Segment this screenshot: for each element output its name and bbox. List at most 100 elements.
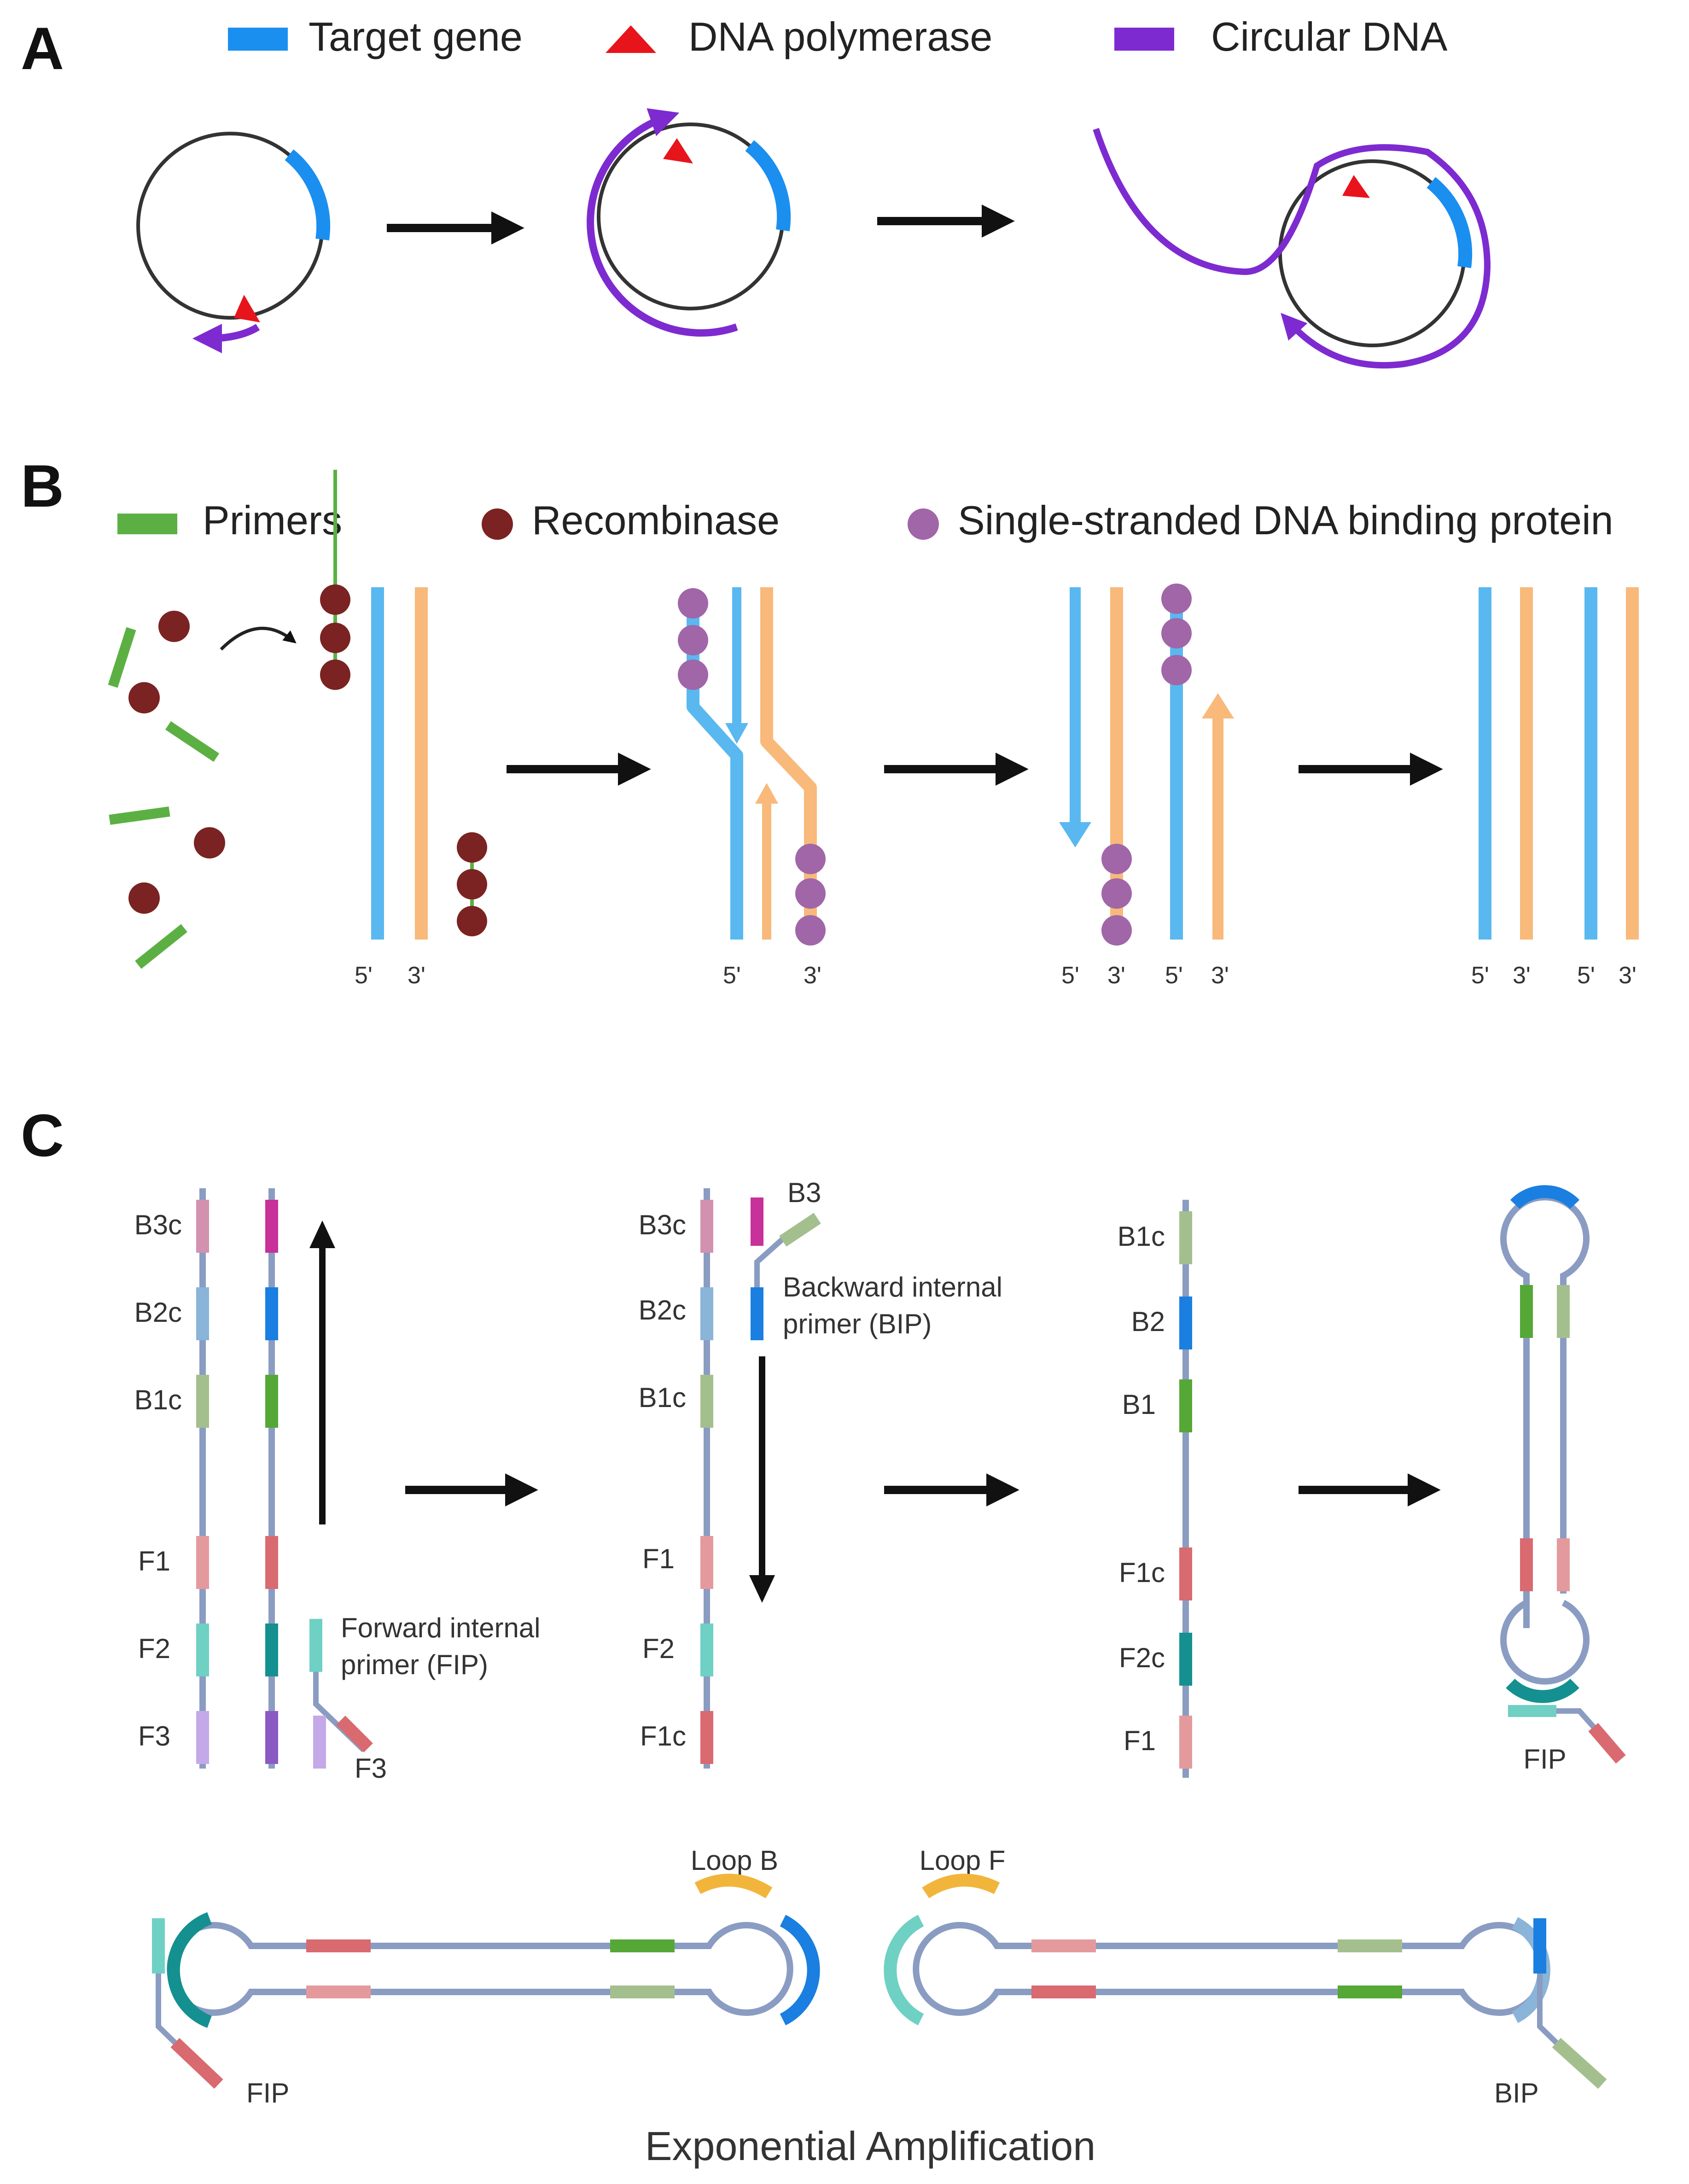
free-recombinase xyxy=(128,882,160,914)
segment-f3c xyxy=(265,1711,278,1764)
bip-b2-part xyxy=(751,1287,763,1340)
segment-b1c xyxy=(1179,1211,1192,1264)
lamp-step-1: B3c B2c B1c F1 F2 F3 Forward internal pr… xyxy=(134,1188,541,1784)
target-gene-segment xyxy=(1427,177,1472,269)
fip-f1c-part xyxy=(170,2038,223,2089)
recombinase xyxy=(320,623,350,653)
label-f1c: F1c xyxy=(640,1721,686,1752)
bip-linker xyxy=(1537,1974,1561,2047)
segment-b3c xyxy=(700,1200,713,1253)
upper-b1 xyxy=(610,1939,675,1952)
free-primer xyxy=(135,924,187,969)
lower-f1 xyxy=(306,1985,371,1998)
bip-label-line2: primer (BIP) xyxy=(783,1308,932,1339)
rca-step-1 xyxy=(136,132,330,353)
fip-label-line2: primer (FIP) xyxy=(341,1649,488,1680)
panel-b-letter: B xyxy=(21,452,64,520)
recombinase xyxy=(457,832,487,863)
segment-f2c xyxy=(265,1623,278,1676)
ssb-legend-label: Single-stranded DNA binding protein xyxy=(958,497,1613,543)
segment-f3 xyxy=(196,1711,209,1764)
free-recombinase xyxy=(194,827,225,858)
label-b3c: B3c xyxy=(639,1209,686,1240)
dna-polymerase-marker xyxy=(1342,175,1370,198)
left-loop-f2 xyxy=(884,1915,924,2026)
label-f3: F3 xyxy=(138,1721,170,1752)
free-recombinase xyxy=(158,611,190,642)
free-recombinase xyxy=(128,682,160,713)
displaced-strand xyxy=(1093,128,1491,369)
label-f1: F1 xyxy=(642,1543,675,1574)
segment-f2c xyxy=(1179,1633,1192,1686)
f3-primer xyxy=(313,1716,326,1769)
label-b2c: B2c xyxy=(639,1295,686,1326)
lamp-step-3: B1c B2 B1 F1c F2c F1 xyxy=(1118,1200,1192,1778)
binding-arrow xyxy=(220,626,297,651)
lamp-step-4: FIP xyxy=(1500,1185,1626,1775)
panel-a: A Target gene DNA polymerase Circular DN… xyxy=(21,14,1491,369)
end-label-5prime: 5' xyxy=(1577,962,1595,989)
elongation-arrow-head xyxy=(309,1220,335,1248)
ssb-protein xyxy=(678,625,708,655)
bip-linker xyxy=(754,1237,785,1287)
panel-c-letter: C xyxy=(21,1102,64,1169)
segment-b2 xyxy=(1179,1296,1192,1349)
ssb-protein xyxy=(1101,878,1132,909)
bip-label: Backward internal primer (BIP) xyxy=(783,1272,1010,1339)
end-label-3prime: 3' xyxy=(1513,962,1531,989)
b3-label: B3 xyxy=(787,1177,821,1208)
segment-f1c xyxy=(700,1711,713,1764)
dna-polymerase-legend-label: DNA polymerase xyxy=(688,14,992,59)
segment-b3 xyxy=(265,1200,278,1253)
upper-b1c xyxy=(1338,1939,1402,1952)
label-f1c: F1c xyxy=(1119,1557,1165,1588)
recombinase xyxy=(320,584,350,615)
ssb-protein xyxy=(1161,584,1192,614)
upper-f1 xyxy=(1031,1939,1096,1952)
segment-b2c xyxy=(700,1287,713,1340)
bip-b2-part xyxy=(1533,1918,1546,1974)
free-reagents xyxy=(108,611,297,969)
growing-strand xyxy=(587,108,738,337)
label-f2: F2 xyxy=(642,1633,675,1664)
rpa-step-1: 5' 3' xyxy=(320,470,487,989)
panel-b: B Primers Recombinase Single-stranded DN… xyxy=(21,452,1639,989)
primers-legend-swatch xyxy=(117,514,177,534)
recombinase xyxy=(320,660,350,690)
label-f2: F2 xyxy=(138,1633,170,1664)
bip-b1c-part xyxy=(779,1213,821,1247)
lower-f1c xyxy=(1031,1985,1096,1998)
top-loop-b2 xyxy=(1510,1185,1580,1209)
target-gene-segment xyxy=(745,140,791,232)
amplification-right: Loop F BIP xyxy=(884,1845,1607,2108)
segment-f1c xyxy=(265,1536,278,1589)
ssb-protein xyxy=(795,878,826,909)
rpa-step-3: 5' 3' 5' 3' xyxy=(1059,584,1234,989)
panel-a-letter: A xyxy=(21,15,64,82)
end-label-3prime: 3' xyxy=(1211,962,1229,989)
ssb-protein xyxy=(1161,655,1192,685)
stem-f1 xyxy=(1557,1538,1570,1591)
label-b1c: B1c xyxy=(639,1382,686,1413)
end-label-5prime: 5' xyxy=(1061,962,1079,989)
target-gene-legend-swatch xyxy=(228,28,288,51)
loop-f-label: Loop F xyxy=(920,1845,1006,1876)
dna-polymerase-marker xyxy=(234,295,260,322)
segment-b1 xyxy=(1179,1379,1192,1432)
ssb-protein xyxy=(795,915,826,946)
fip-f2-part xyxy=(152,1918,165,1974)
segment-b2c xyxy=(196,1287,209,1340)
end-label-5prime: 5' xyxy=(1471,962,1489,989)
target-gene-legend-label: Target gene xyxy=(309,14,523,59)
lower-b1c xyxy=(610,1985,675,1998)
end-label-3prime: 3' xyxy=(408,962,425,989)
panel-c: C B3c B2c B1c F1 F2 F3 xyxy=(21,1102,1626,2169)
end-label-5prime: 5' xyxy=(723,962,741,989)
upper-f1c xyxy=(306,1939,371,1952)
segment-f1c xyxy=(1179,1547,1192,1600)
end-label-3prime: 3' xyxy=(1619,962,1637,989)
b3-primer xyxy=(751,1197,763,1246)
free-primer xyxy=(108,627,136,688)
top-loop xyxy=(1500,1194,1590,1290)
